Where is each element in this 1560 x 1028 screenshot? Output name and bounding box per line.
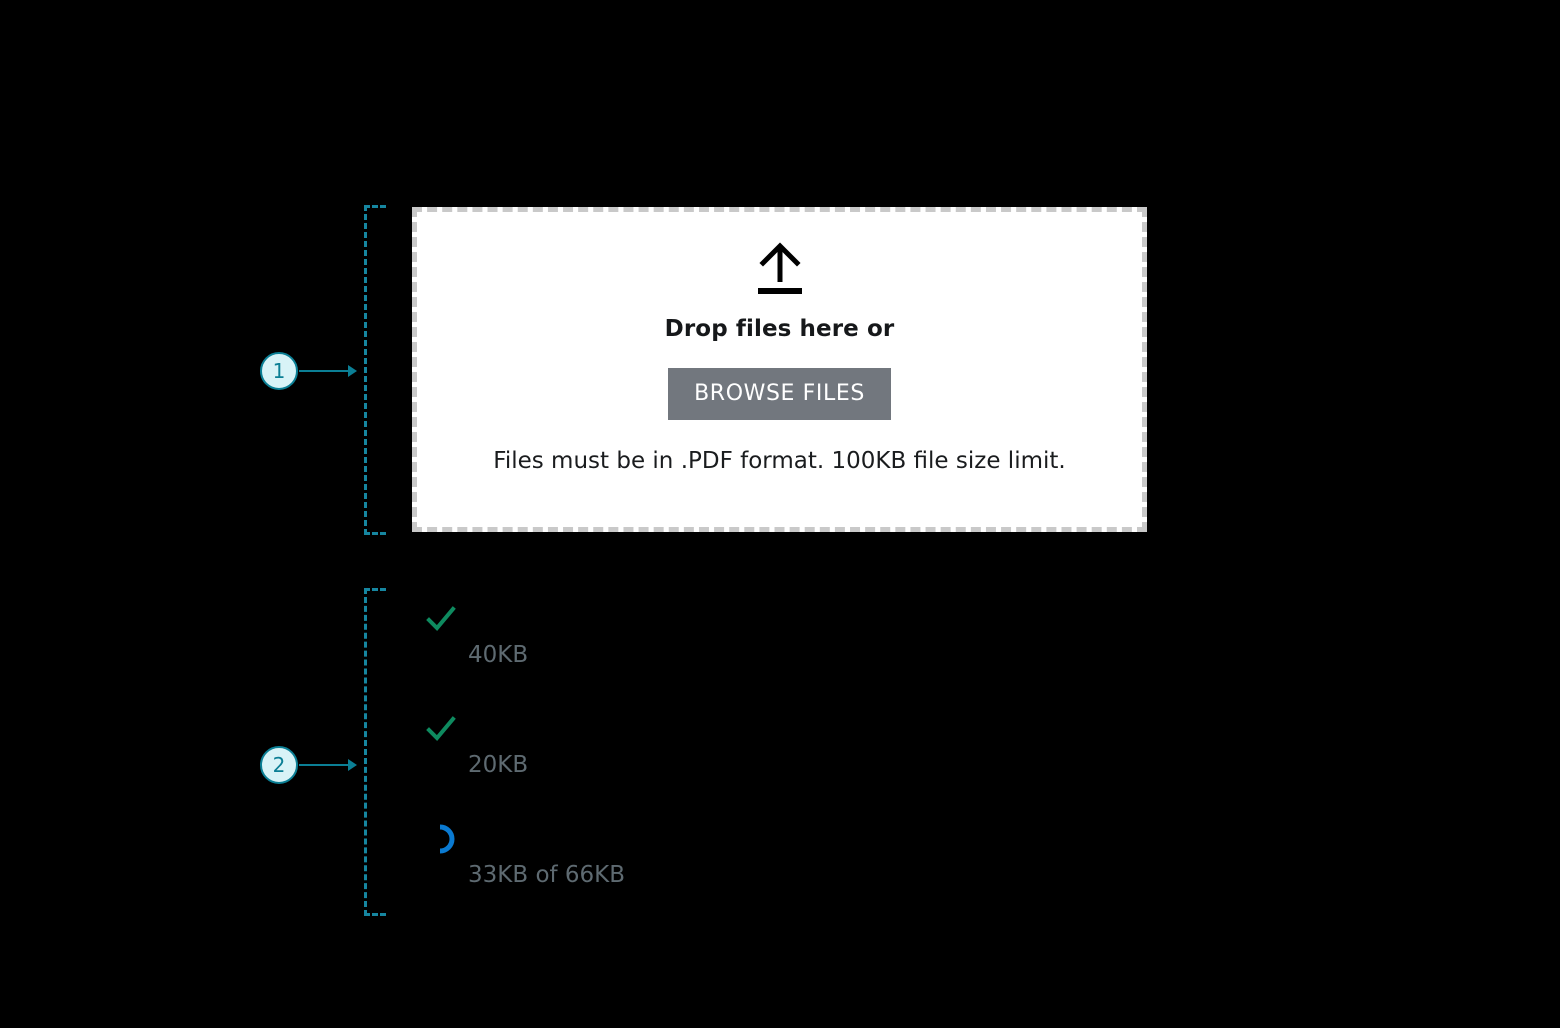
upload-dropzone[interactable]: Drop files here or BROWSE FILES Files mu… [412,207,1147,532]
spinner-icon [439,824,455,854]
annotation-marker-1-label: 1 [272,359,286,383]
annotation-arrowhead-1 [348,365,357,377]
dropzone-title: Drop files here or [664,316,895,342]
file-size: 20KB [468,752,529,778]
file-progress: 33KB of 66KB [468,862,626,888]
annotation-connector-1 [299,370,349,372]
list-item[interactable]: 20KB [424,706,1124,816]
annotation-arrowhead-2 [348,759,357,771]
annotation-marker-2: 2 [260,746,298,784]
annotation-connector-2 [299,764,349,766]
upload-arrow-icon [757,242,802,294]
list-item[interactable]: 33KB of 66KB [424,816,1124,926]
dropzone-help-text: Files must be in .PDF format. 100KB file… [493,448,1066,474]
annotation-bracket-2 [364,588,386,916]
check-icon [426,716,456,741]
annotation-bracket-1 [364,205,386,535]
check-icon [426,606,456,631]
file-size: 40KB [468,642,529,668]
uploaded-file-list: 40KB 20KB 33KB of 66KB [424,596,1124,926]
annotation-marker-1: 1 [260,352,298,390]
list-item[interactable]: 40KB [424,596,1124,706]
annotation-marker-2-label: 2 [272,753,286,777]
browse-files-button[interactable]: BROWSE FILES [668,368,891,420]
